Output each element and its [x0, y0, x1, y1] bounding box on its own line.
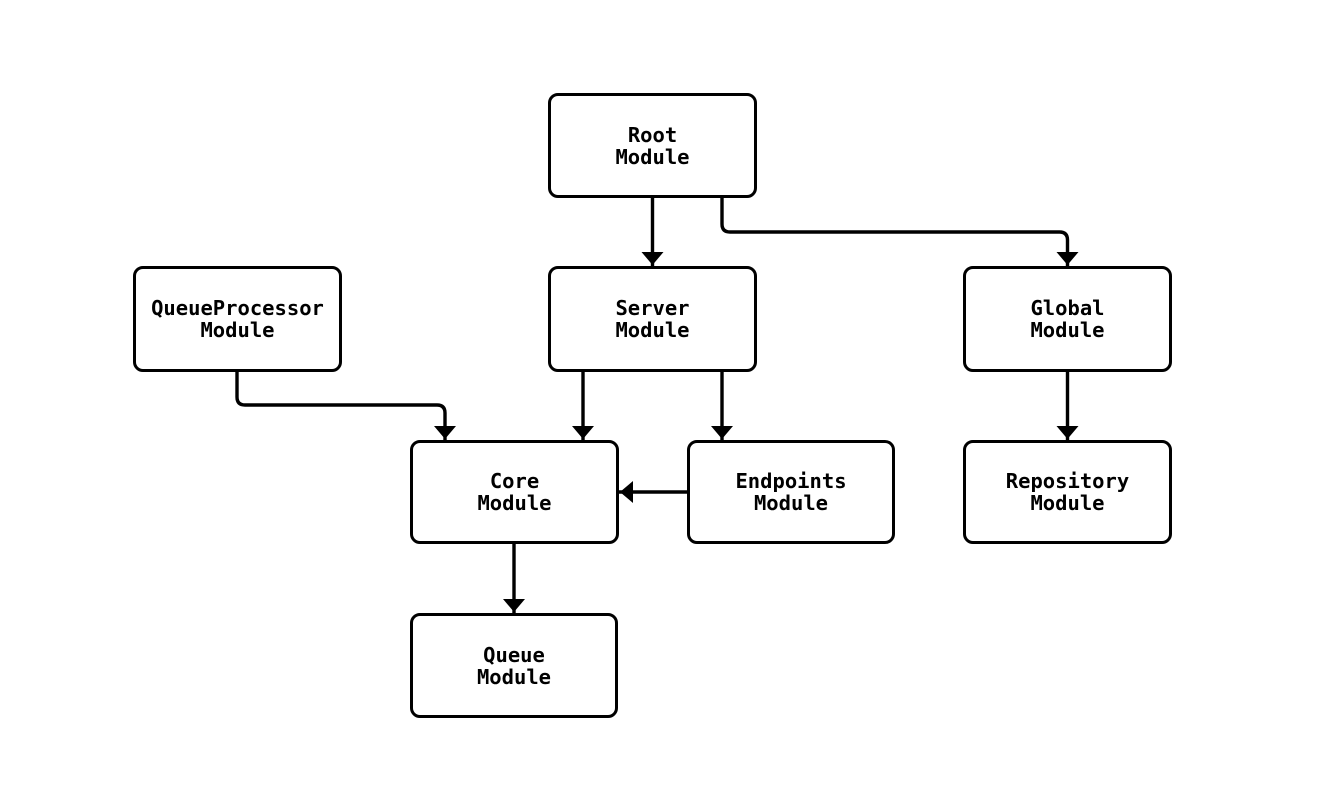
node-label: Global: [1030, 296, 1105, 320]
node-queue-module: Queue Module: [410, 613, 618, 718]
node-label: Repository: [1005, 469, 1130, 493]
node-global-module: Global Module: [963, 266, 1172, 372]
node-repository-module: Repository Module: [963, 440, 1172, 544]
node-label: Server: [615, 296, 690, 320]
node-label: Root: [627, 122, 678, 147]
node-label: Module: [1030, 491, 1105, 515]
node-queueprocessor-module: QueueProcessor Module: [133, 266, 342, 372]
node-core-module: Core Module: [410, 440, 619, 544]
edge-root-to-global: [720, 196, 1079, 267]
node-label: Module: [615, 318, 690, 342]
node-label: Module: [200, 318, 275, 342]
edge-queueprocessor-to-core: [235, 370, 456, 441]
node-label: Module: [476, 664, 552, 689]
node-label: Endpoints: [735, 469, 847, 493]
node-label: Module: [615, 144, 690, 169]
node-label: Module: [1030, 318, 1105, 342]
node-endpoints-module: Endpoints Module: [687, 440, 895, 544]
node-server-module: Server Module: [548, 266, 757, 372]
node-label: Queue: [483, 642, 545, 667]
node-label: Module: [753, 491, 829, 515]
node-label: Core: [489, 469, 540, 493]
node-label: Module: [477, 491, 552, 515]
node-root-module: Root Module: [548, 93, 757, 198]
node-label: QueueProcessor: [151, 296, 324, 320]
